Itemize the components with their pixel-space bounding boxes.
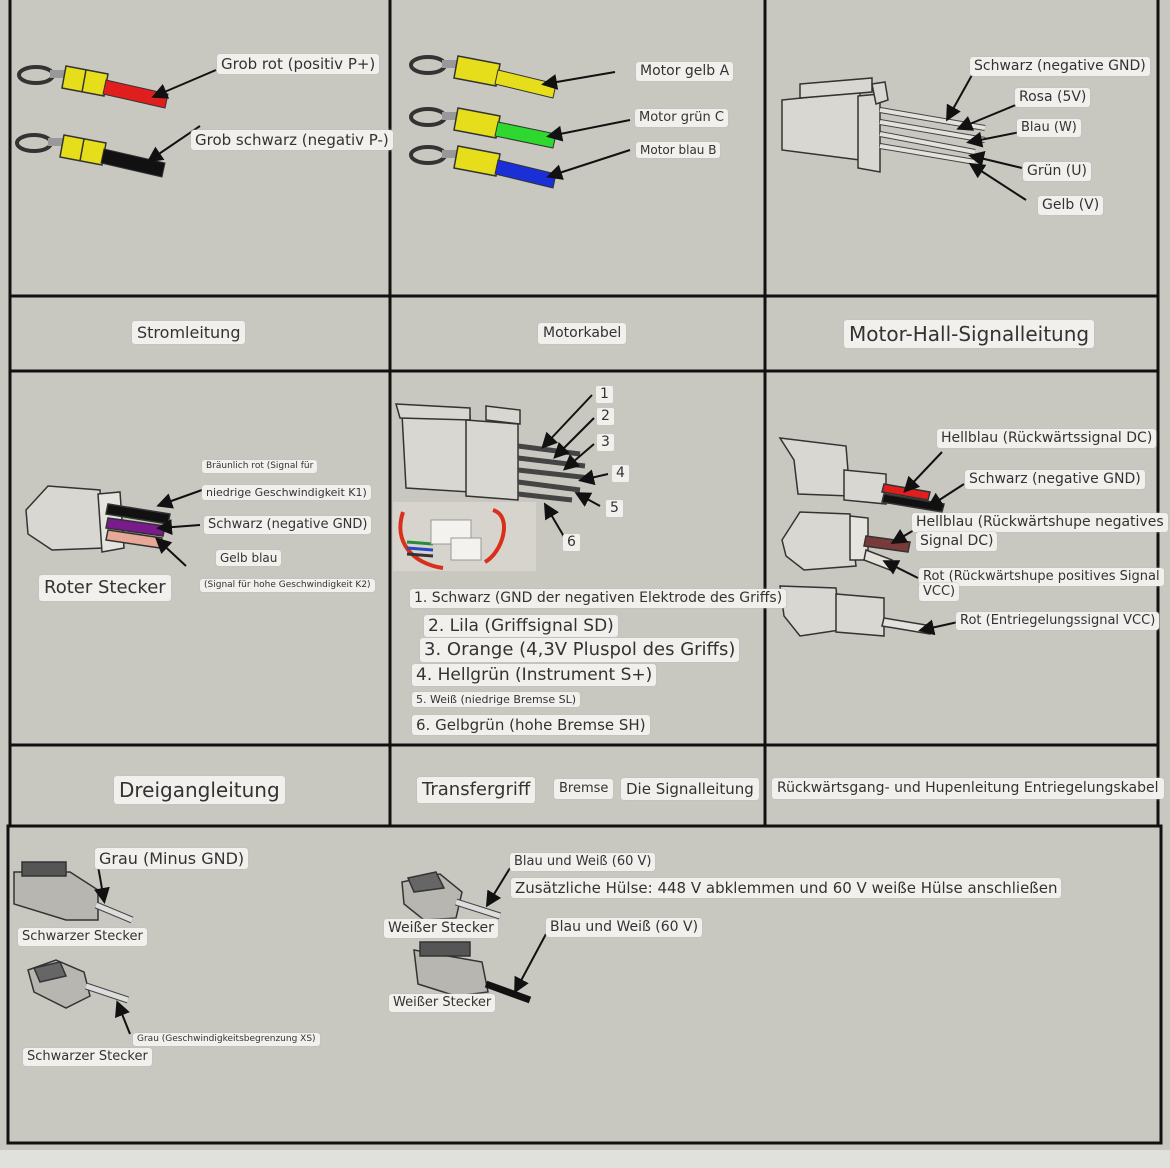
label-white-plug-1: Weißer Stecker <box>384 919 498 938</box>
reverse-connector-2 <box>781 511 911 572</box>
label-blue-white-1: Blau und Weiß (60 V) <box>510 853 656 871</box>
pin-number-6: 6 <box>563 534 580 551</box>
label-blue-white-2: Blau und Weiß (60 V) <box>546 918 703 937</box>
handle-item-3: 3. Orange (4,3V Pluspol des Griffs) <box>420 638 740 662</box>
arrow-red <box>151 69 217 99</box>
handle-photo <box>393 502 536 571</box>
hall-arrows <box>946 74 1027 201</box>
label-hall-pink: Rosa (5V) <box>1015 88 1091 107</box>
handle-connector <box>394 403 591 503</box>
header-bremse: Bremse <box>554 779 614 799</box>
black-plug-1 <box>13 861 134 924</box>
arrow-grey-gnd <box>94 865 110 904</box>
label-extra-sleeve: Zusätzliche Hülse: 448 V abklemmen und 6… <box>511 878 1062 898</box>
reverse-connector-3 <box>779 585 933 637</box>
handle-item-1: 1. Schwarz (GND der negativen Elektrode … <box>410 589 787 608</box>
label-unlock-signal: Rot (Entriegelungssignal VCC) <box>956 612 1160 630</box>
label-red-plug: Roter Stecker <box>39 575 171 601</box>
label-reverse-horn-neg-2: Signal DC) <box>916 532 998 551</box>
arrow-blue-white-2 <box>514 933 547 994</box>
power-cable-black <box>15 133 166 178</box>
label-reverse-horn-pos-2: VCC) <box>919 583 960 601</box>
label-brownish-red-2: niedrige Geschwindigkeit K1) <box>202 485 371 501</box>
label-three-speed-black: Schwarz (negative GND) <box>204 516 372 534</box>
label-black-negative: Grob schwarz (negativ P-) <box>191 130 393 150</box>
motor-cable-yellow <box>409 55 557 99</box>
label-black-plug-1: Schwarzer Stecker <box>18 928 147 946</box>
label-hall-black: Schwarz (negative GND) <box>970 57 1150 76</box>
arrow-grey-xs <box>115 1000 131 1035</box>
label-white-plug-2: Weißer Stecker <box>389 994 496 1012</box>
three-speed-arrows <box>155 489 203 567</box>
header-motor-hall: Motor-Hall-Signalleitung <box>844 320 1095 348</box>
arrow-motor-yellow <box>541 71 616 90</box>
label-reverse-horn-neg-1: Hellblau (Rückwärtshupe negatives <box>912 513 1168 532</box>
arrow-motor-blue <box>546 149 631 180</box>
pin-number-2: 2 <box>597 408 614 425</box>
three-speed-connector <box>25 485 171 553</box>
label-black-plug-2: Schwarzer Stecker <box>23 1048 152 1066</box>
handle-item-2: 2. Lila (Griffsignal SD) <box>424 615 618 638</box>
pin-number-5: 5 <box>606 500 623 517</box>
arrow-motor-green <box>546 119 631 142</box>
label-high-speed: (Signal für hohe Geschwindigkeit K2) <box>200 579 375 592</box>
label-hall-yellow: Gelb (V) <box>1038 196 1104 215</box>
header-motorkabel: Motorkabel <box>538 323 627 344</box>
label-reverse-lightblue: Hellblau (Rückwärtssignal DC) <box>937 429 1157 448</box>
label-reverse-horn-pos-1: Rot (Rückwärtshupe positives Signal <box>919 568 1164 586</box>
label-hall-blue: Blau (W) <box>1017 119 1081 137</box>
pin-number-3: 3 <box>597 434 614 451</box>
label-grey-xs: Grau (Geschwindigkeitsbegrenzung XS) <box>133 1033 320 1046</box>
pin-number-4: 4 <box>612 465 629 482</box>
pin-number-1: 1 <box>596 386 613 403</box>
label-hall-green: Grün (U) <box>1023 162 1091 181</box>
handle-item-5: 5. Weiß (niedrige Bremse SL) <box>412 692 581 708</box>
black-plug-2 <box>27 959 130 1009</box>
motor-cable-green <box>409 107 557 149</box>
power-cable-red <box>17 65 169 109</box>
reverse-arrows <box>882 451 965 636</box>
header-reverse: Rückwärtsgang- und Hupenleitung Entriege… <box>772 778 1164 799</box>
label-red-positive: Grob rot (positiv P+) <box>217 54 380 74</box>
label-yellow-blue: Gelb blau <box>216 550 282 567</box>
handle-item-6: 6. Gelbgrün (hohe Bremse SH) <box>412 715 650 735</box>
label-motor-green: Motor grün C <box>635 109 728 127</box>
arrow-blue-white-1 <box>485 867 511 908</box>
header-dreigang: Dreigangleitung <box>114 776 285 804</box>
label-grey-gnd: Grau (Minus GND) <box>95 848 249 870</box>
white-plug-2 <box>413 941 532 1004</box>
label-motor-yellow: Motor gelb A <box>636 62 734 81</box>
hall-connector <box>781 77 986 173</box>
header-stromleitung: Stromleitung <box>132 321 246 345</box>
label-reverse-black: Schwarz (negative GND) <box>965 470 1145 489</box>
label-brownish-red-1: Bräunlich rot (Signal für <box>202 460 318 473</box>
header-transfergriff: Transfergriff <box>417 777 536 803</box>
photo-content <box>398 508 506 570</box>
header-signalleitung: Die Signalleitung <box>621 778 759 800</box>
motor-cable-blue <box>409 145 557 189</box>
white-plug-1 <box>401 871 502 921</box>
label-motor-blue: Motor blau B <box>636 142 721 159</box>
bottom-strip <box>0 1150 1170 1168</box>
handle-arrows <box>541 394 609 541</box>
handle-item-4: 4. Hellgrün (Instrument S+) <box>412 664 657 687</box>
